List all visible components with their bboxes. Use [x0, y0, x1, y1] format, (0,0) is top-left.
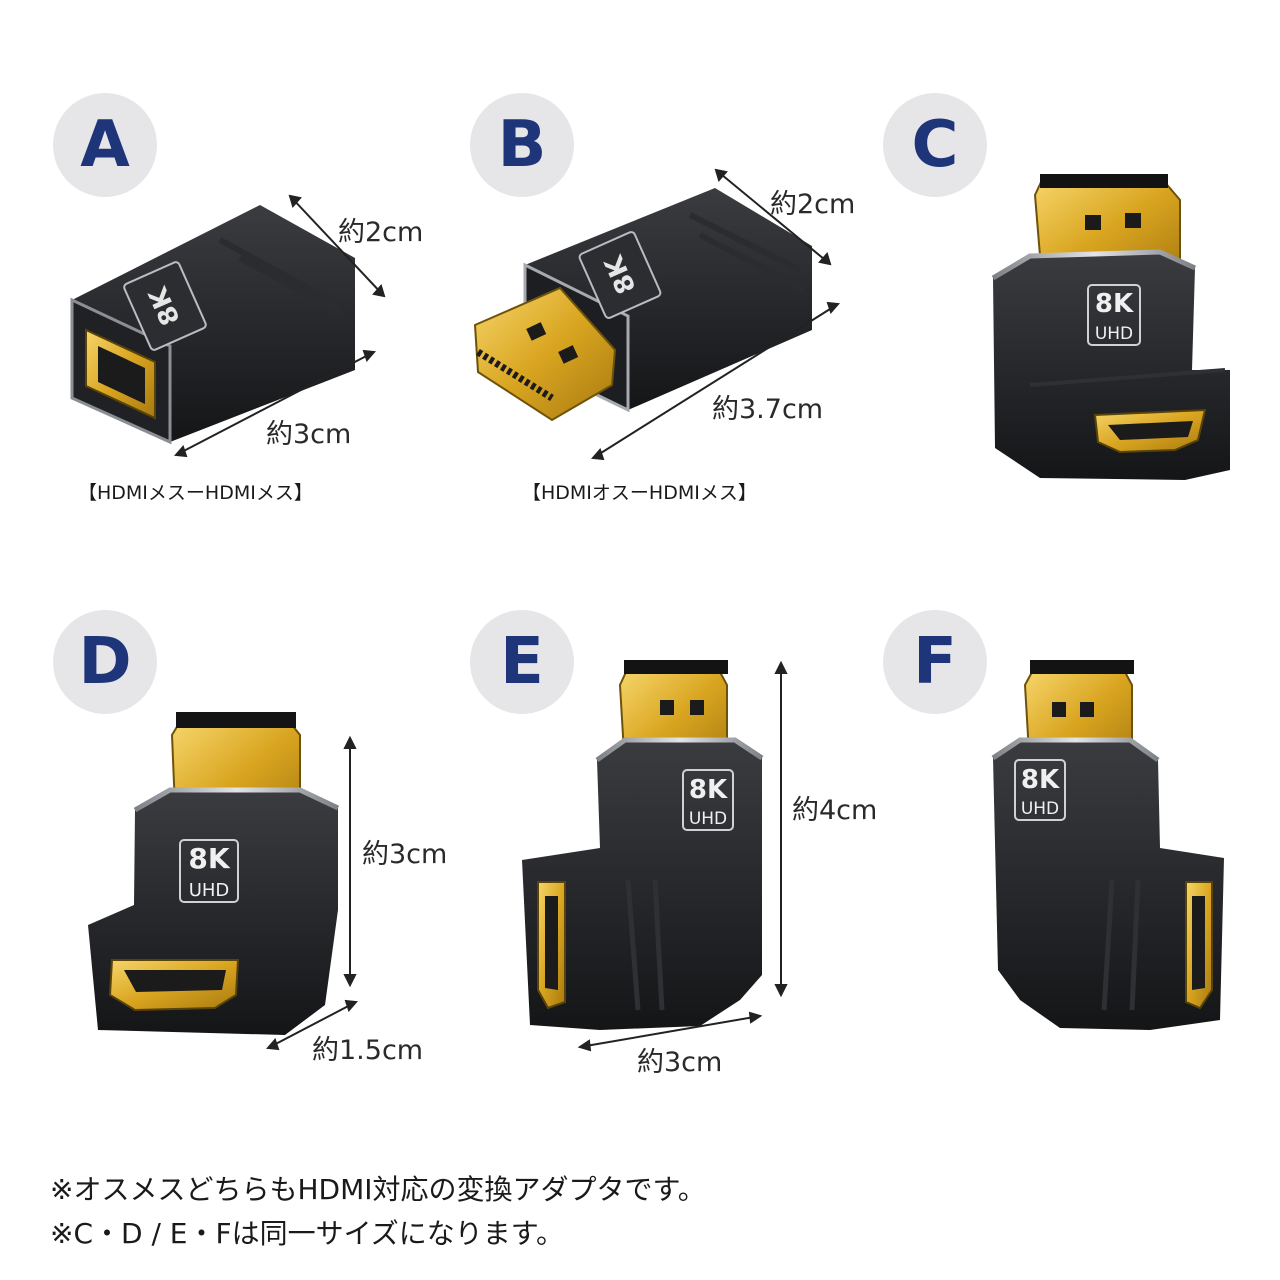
dim-d-depth: 約1.5cm: [312, 1035, 424, 1066]
label-f-uhd: UHD: [1021, 799, 1059, 819]
caption-b: 【HDMIオスーHDMIメス】: [522, 482, 757, 504]
badge-e: E: [470, 610, 574, 714]
badge-a: A: [53, 93, 157, 197]
dim-d-height: 約3cm: [362, 839, 448, 870]
dim-b-length: 約3.7cm: [712, 394, 824, 425]
label-c-8k: 8K: [1095, 289, 1134, 319]
badge-d: D: [53, 610, 157, 714]
dim-b-depth: 約2cm: [770, 189, 856, 220]
adapter-e-image: 8K UHD: [522, 660, 764, 1030]
dim-a-depth: 約2cm: [338, 217, 424, 248]
label-e-uhd: UHD: [689, 809, 727, 829]
dim-e-width: 約3cm: [637, 1047, 723, 1078]
label-d-8k: 8K: [188, 842, 230, 875]
adapter-c-image: 8K UHD: [991, 174, 1230, 480]
adapter-b-image: 8K: [473, 188, 812, 422]
note-same-size: ※C・D / E・Fは同一サイズになります。: [50, 1217, 564, 1250]
adapter-a-image: 8K: [70, 205, 355, 445]
adapter-d-image: 8K UHD: [88, 712, 340, 1035]
label-f-8k: 8K: [1021, 765, 1060, 795]
adapter-f-image: 8K UHD: [991, 660, 1224, 1030]
badge-b: B: [470, 93, 574, 197]
dim-a-width: 約3cm: [266, 419, 352, 450]
label-c-uhd: UHD: [1095, 324, 1133, 344]
note-compatibility: ※オスメスどちらもHDMI対応の変換アダプタです。: [50, 1173, 706, 1206]
label-e-8k: 8K: [689, 775, 728, 805]
dim-e-height: 約4cm: [792, 795, 878, 826]
badge-f: F: [883, 610, 987, 714]
caption-a: 【HDMIメスーHDMIメス】: [78, 482, 313, 504]
label-d-uhd: UHD: [189, 880, 230, 901]
badge-c: C: [883, 93, 987, 197]
dimension-arrows: [173, 168, 841, 1052]
